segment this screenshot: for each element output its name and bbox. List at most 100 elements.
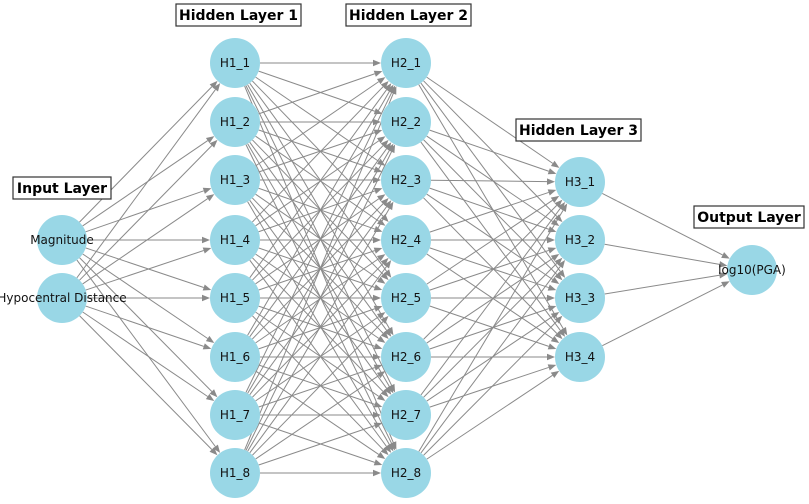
edge-H2_5-to-H3_1	[426, 195, 560, 285]
edge-Hypocentral Distance-to-H1_7	[82, 311, 215, 401]
node-label: H3_2	[565, 233, 595, 247]
edge-H1_8-to-H2_1	[244, 86, 397, 451]
node-hidden3-3: H3_3	[555, 273, 605, 323]
node-circle	[210, 390, 260, 440]
edge-H1_3-to-H2_1	[255, 77, 386, 167]
node-label: H1_6	[220, 350, 250, 364]
edge-H1_4-to-H2_3	[258, 187, 383, 233]
layer-title-text: Output Layer	[697, 210, 801, 226]
edge-H2_4-to-H3_3	[429, 247, 557, 291]
node-circle	[555, 332, 605, 382]
node-circle	[37, 215, 87, 265]
node-label: H3_3	[565, 291, 595, 305]
node-hidden1-6: H1_6	[210, 332, 260, 382]
node-hidden1-3: H1_3	[210, 155, 260, 205]
node-label: Magnitude	[30, 233, 94, 247]
edge-H2_8-to-H3_2	[420, 260, 566, 454]
node-label: H2_2	[391, 115, 421, 129]
layer-title-text: Input Layer	[17, 181, 107, 197]
edge-Magnitude-to-H1_7	[79, 257, 218, 398]
node-circle	[555, 215, 605, 265]
edge-H1_6-to-H2_3	[252, 197, 389, 340]
node-hidden1-1: H1_1	[210, 38, 260, 88]
node-hidden2-4: H2_4	[381, 215, 431, 265]
node-input-2: Hypocentral Distance	[0, 273, 127, 323]
edge-H2_2-to-H3_2	[426, 135, 560, 226]
edge-H1_1-to-H2_1	[260, 59, 381, 67]
node-hidden3-2: H3_2	[555, 215, 605, 265]
edge-H1_3-to-H2_8	[247, 201, 394, 452]
edge-Hypocentral Distance-to-H1_2	[79, 139, 218, 281]
node-output-1: log10(PGA)	[718, 245, 786, 295]
node-circle	[555, 157, 605, 207]
node-circle	[381, 38, 431, 88]
edge-H2_3-to-H3_1	[430, 178, 556, 185]
node-label: H2_4	[391, 233, 421, 247]
edge-H2_2-to-H3_4	[420, 141, 566, 337]
edge-H2_6-to-H3_1	[423, 199, 563, 340]
node-circle	[381, 448, 431, 498]
edge-H1_5-to-H2_3	[255, 194, 386, 285]
edge-H1_4-to-H2_7	[252, 257, 389, 398]
node-hidden1-2: H1_2	[210, 97, 260, 147]
layer-title-hidden3: Hidden Layer 3	[515, 118, 642, 142]
edge-H1_4-to-H2_4	[260, 236, 381, 244]
edge-Hypocentral Distance-to-H1_8	[79, 315, 218, 456]
edge-H2_6-to-H3_2	[426, 253, 560, 344]
edge-H1_4-to-H2_6	[255, 253, 386, 343]
node-hidden2-5: H2_5	[381, 273, 431, 323]
node-circle	[381, 97, 431, 147]
node-label: H1_1	[220, 56, 250, 70]
node-label: H2_1	[391, 56, 421, 70]
edge-H1_1-to-H2_4	[252, 80, 389, 223]
edge-Hypocentral Distance-to-H1_5	[87, 294, 210, 302]
node-hidden2-8: H2_8	[381, 448, 431, 498]
node-hidden3-4: H3_4	[555, 332, 605, 382]
node-hidden2-3: H2_3	[381, 155, 431, 205]
edge-H1_8-to-H2_3	[247, 201, 394, 452]
edge-H2_3-to-H3_3	[426, 193, 560, 284]
edge-H2_6-to-H3_4	[431, 353, 555, 361]
edge-H2_7-to-H3_2	[423, 257, 563, 398]
edge-H1_8-to-H2_6	[255, 371, 386, 460]
edge-H1_8-to-H2_4	[249, 260, 392, 454]
node-circle	[210, 448, 260, 498]
edge-H2_4-to-H3_2	[431, 236, 555, 244]
node-circle	[381, 215, 431, 265]
edge-H1_6-to-H2_4	[255, 254, 386, 344]
edge-H1_3-to-H2_5	[255, 193, 386, 284]
edges	[76, 59, 730, 477]
edge-Magnitude-to-H1_8	[76, 259, 221, 453]
edge-H2_4-to-H3_1	[429, 189, 557, 233]
node-label: Hypocentral Distance	[0, 291, 127, 305]
edge-Magnitude-to-H1_6	[82, 253, 215, 343]
node-label: H1_7	[220, 408, 250, 422]
edge-H2_1-to-H3_4	[418, 84, 568, 336]
edge-H1_2-to-H2_6	[249, 141, 392, 337]
node-label: H1_8	[220, 466, 250, 480]
node-circle	[381, 390, 431, 440]
edge-Hypocentral Distance-to-H1_4	[85, 247, 212, 291]
layer-title-text: Hidden Layer 3	[519, 123, 638, 139]
layer-title-output: Output Layer	[693, 205, 805, 229]
node-circle	[381, 332, 431, 382]
edge-H1_5-to-H2_5	[260, 294, 381, 302]
node-label: H3_1	[565, 175, 595, 189]
edge-H2_4-to-H3_4	[426, 253, 560, 344]
node-hidden1-8: H1_8	[210, 448, 260, 498]
layer-title-text: Hidden Layer 1	[179, 8, 298, 24]
node-circle	[555, 273, 605, 323]
edge-H1_3-to-H2_3	[260, 176, 381, 184]
edge-H1_7-to-H2_6	[258, 364, 383, 408]
node-hidden1-4: H1_4	[210, 215, 260, 265]
edge-H1_5-to-H2_7	[255, 311, 386, 401]
node-hidden2-6: H2_6	[381, 332, 431, 382]
node-circle	[381, 273, 431, 323]
edge-H2_3-to-H3_4	[423, 197, 563, 340]
node-hidden3-1: H3_1	[555, 157, 605, 207]
node-hidden1-7: H1_7	[210, 390, 260, 440]
edge-H1_2-to-H2_5	[252, 139, 389, 281]
edge-H2_2-to-H3_3	[423, 139, 563, 281]
edge-Magnitude-to-H1_2	[82, 136, 215, 227]
edge-Magnitude-to-H1_4	[87, 236, 210, 244]
